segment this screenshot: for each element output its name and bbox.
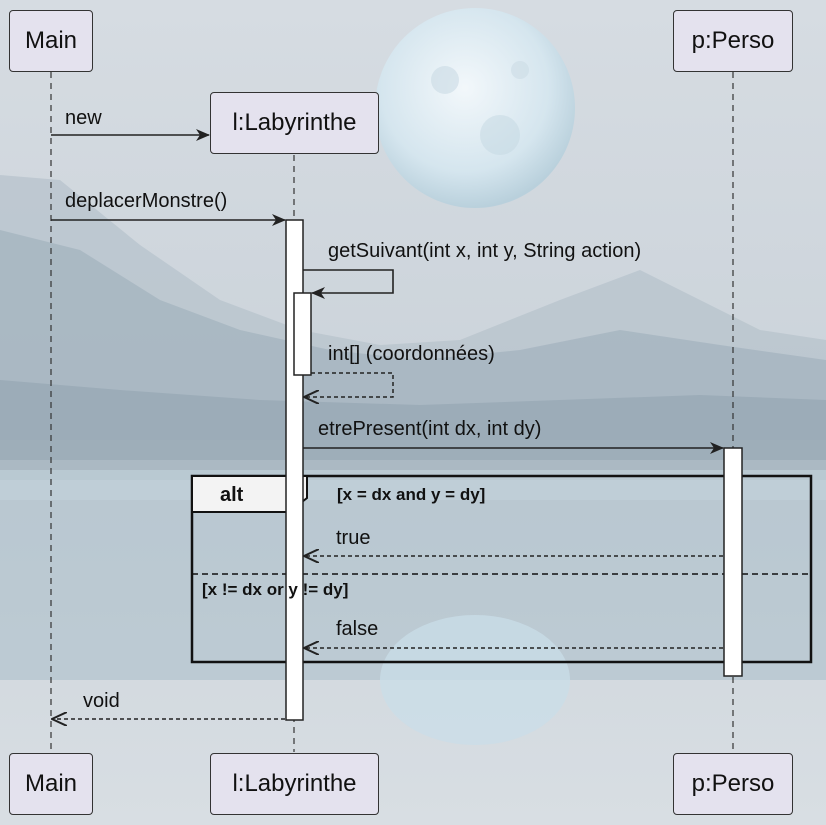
participant-main-top-label: Main — [24, 27, 78, 54]
arrow-coords-return — [304, 372, 394, 397]
message-true-label: true — [336, 527, 371, 549]
arrow-get-suivant — [303, 269, 394, 299]
participant-labyrinthe-bottom: l:Labyrinthe — [210, 753, 379, 815]
message-void-label: void — [83, 690, 120, 712]
participant-labyrinthe-top: l:Labyrinthe — [210, 92, 379, 154]
activation-bar-perso — [723, 447, 743, 677]
alt-fragment-frame — [190, 474, 813, 664]
activation-bar-getsuivant — [293, 292, 312, 376]
alt-guard-1: [x = dx and y = dy] — [337, 485, 486, 504]
alt-guard-2: [x != dx or y != dy] — [202, 580, 349, 599]
message-get-suivant-label: getSuivant(int x, int y, String action) — [328, 240, 642, 262]
message-etre-present-label: etrePresent(int dx, int dy) — [318, 418, 542, 440]
message-coords-return-label: int[] (coordonnées) — [328, 343, 495, 365]
message-deplacer-label: deplacerMonstre() — [65, 190, 228, 212]
message-false-label: false — [336, 618, 379, 640]
message-new-label: new — [65, 107, 102, 129]
alt-keyword: alt — [220, 484, 244, 506]
participant-labyrinthe-top-label: l:Labyrinthe — [232, 109, 357, 136]
participant-perso-bottom-label: p:Perso — [691, 770, 775, 797]
participant-perso-top-label: p:Perso — [691, 27, 775, 54]
participant-main-bottom: Main — [9, 753, 93, 815]
participant-main-bottom-label: Main — [24, 770, 78, 797]
participant-labyrinthe-bottom-label: l:Labyrinthe — [232, 770, 357, 797]
participant-perso-top: p:Perso — [673, 10, 793, 72]
participant-perso-bottom: p:Perso — [673, 753, 793, 815]
participant-main-top: Main — [9, 10, 93, 72]
